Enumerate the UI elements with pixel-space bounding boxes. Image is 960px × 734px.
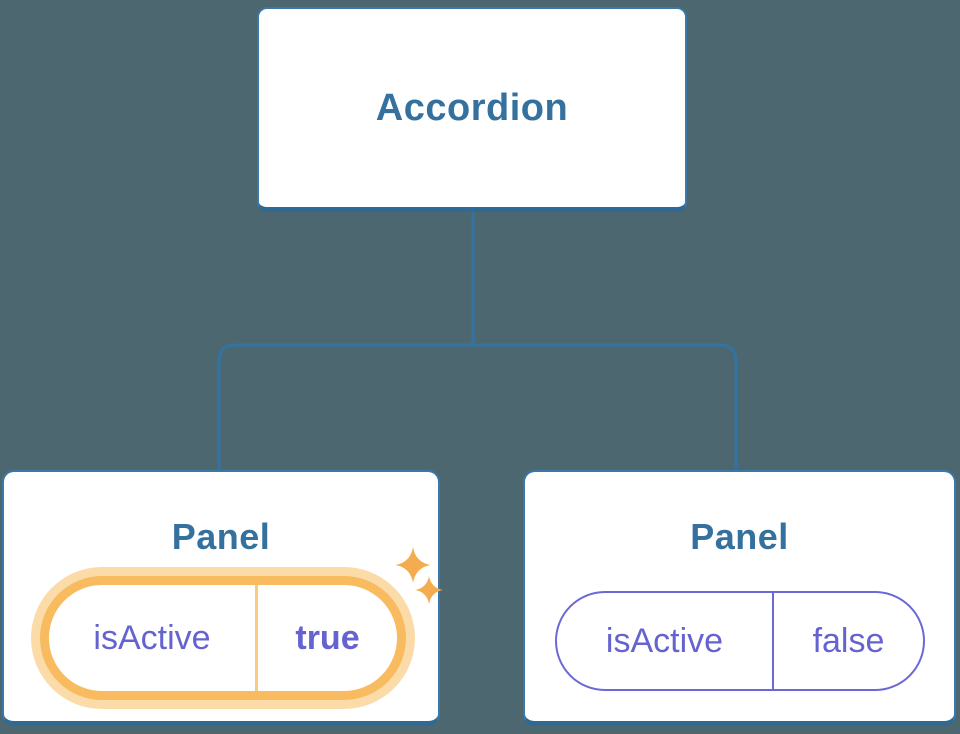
accordion-node: Accordion (257, 7, 687, 212)
state-pill-active: isActive true (40, 576, 406, 700)
panel-node-inactive: Panel isActive false (523, 470, 956, 726)
state-pill-inactive: isActive false (555, 591, 925, 691)
accordion-node-label: Accordion (375, 86, 569, 129)
panel-node-active: Panel isActive true (2, 470, 443, 726)
state-key: isActive (93, 618, 211, 657)
state-value: false (812, 621, 885, 660)
panel-title: Panel (690, 516, 789, 557)
pill-divider (772, 593, 774, 689)
state-key: isActive (605, 621, 724, 660)
panel-title: Panel (171, 516, 271, 557)
pill-divider (255, 585, 258, 691)
sparkles-icon (395, 547, 443, 604)
state-value: true (295, 618, 360, 657)
